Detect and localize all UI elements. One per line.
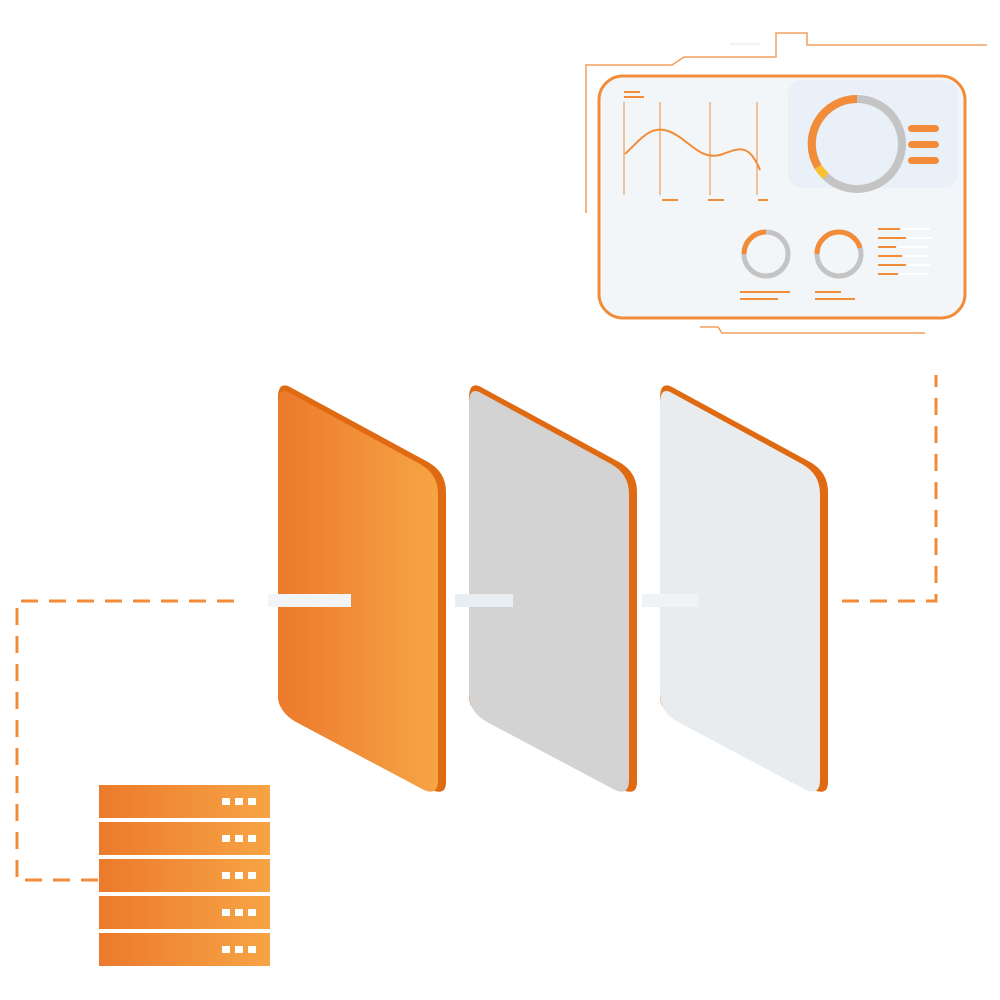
server-unit: [99, 785, 270, 818]
dashboard-monitor: [585, 32, 987, 334]
layer-panel-orange: [268, 385, 446, 792]
small-donut-chart: [740, 229, 791, 300]
layer-panel-gray: [455, 385, 637, 792]
connector-slot-gray: [455, 594, 513, 607]
donut-legend-bars: [908, 125, 939, 164]
connector-server-to-firewall: [15, 599, 240, 882]
connector-firewall-to-dashboard: [842, 375, 938, 603]
connector-lines: [15, 375, 938, 882]
stats-list: [878, 228, 932, 275]
line-chart-series: [624, 128, 761, 171]
large-donut-chart: [807, 94, 906, 193]
server-unit: [99, 859, 270, 892]
connector-slot-orange: [268, 594, 351, 607]
server-unit: [99, 822, 270, 855]
server-unit: [99, 933, 270, 966]
large-donut-accent-arc: [807, 94, 858, 170]
server-stack: [99, 785, 270, 966]
circuit-traces: [585, 32, 987, 334]
layer-panel-light: [642, 385, 828, 792]
line-chart-widget: [623, 91, 768, 201]
connector-slot-light: [642, 594, 698, 607]
small-donut-chart: [814, 229, 864, 300]
server-unit: [99, 896, 270, 929]
